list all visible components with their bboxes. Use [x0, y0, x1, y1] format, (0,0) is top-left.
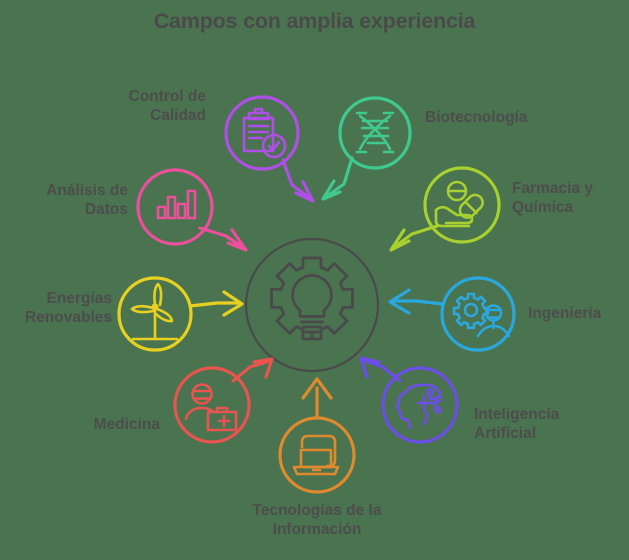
center-hub [244, 237, 380, 373]
gear-lightbulb-icon [270, 256, 354, 341]
control-de-calidad-tail [281, 158, 313, 201]
clipboard-check-icon [242, 107, 287, 159]
wind-turbine-icon [130, 282, 179, 341]
pills-hand-icon [434, 180, 484, 228]
ingenieria-arrowhead [388, 288, 411, 315]
control-de-calidad-arrowhead [294, 180, 315, 203]
node-control-de-calidad[interactable] [224, 95, 315, 203]
node-inteligencia-artificial[interactable] [359, 356, 459, 444]
label-ingenieria: Ingeniería [528, 305, 602, 322]
label-analisis-de-datos: Análisis de Datos [46, 182, 128, 218]
node-biotecnologia[interactable] [321, 96, 412, 201]
label-tecnologias-de-la-informacion: Tecnologías de la Información [252, 502, 382, 538]
node-medicina[interactable] [173, 357, 274, 444]
laptop-icon [292, 434, 340, 476]
label-energias-renovables: Energías Renovables [24, 290, 112, 326]
energias-renovables-circle[interactable] [117, 276, 193, 352]
dna-helix-icon [355, 111, 395, 154]
label-medicina: Medicina [93, 416, 160, 433]
biotecnologia-tail [324, 156, 354, 199]
bar-chart-icon [156, 189, 197, 220]
label-biotecnologia: Biotecnología [425, 109, 528, 126]
tecnologias-arrowhead [301, 377, 333, 400]
node-tecnologias-de-la-informacion[interactable] [278, 377, 356, 494]
control-de-calidad-circle[interactable] [224, 95, 300, 171]
biotecnologia-arrowhead [321, 179, 342, 201]
node-ingenieria[interactable] [388, 276, 516, 352]
analisis-de-datos-tail [198, 226, 246, 250]
node-analisis-de-datos[interactable] [136, 168, 248, 252]
analisis-de-datos-arrowhead [226, 228, 248, 252]
analisis-de-datos-circle[interactable] [136, 168, 214, 246]
medicina-circle[interactable] [173, 366, 251, 444]
energias-renovables-arrowhead [222, 290, 244, 317]
ingenieria-tail [390, 299, 445, 306]
ingenieria-circle[interactable] [440, 276, 516, 352]
inteligencia-artificial-arrowhead [359, 356, 381, 379]
page-title: Campos con amplia experiencia [153, 9, 476, 33]
center-circle [244, 237, 380, 373]
farmacia-y-quimica-circle[interactable] [423, 166, 501, 244]
doctor-kit-icon [184, 383, 238, 432]
inteligencia-artificial-circle[interactable] [381, 366, 459, 444]
node-energias-renovables[interactable] [117, 276, 244, 352]
energias-renovables-tail [188, 301, 242, 308]
label-inteligencia-artificial: Inteligencia Artificial [474, 406, 560, 442]
biotecnologia-circle[interactable] [338, 96, 412, 170]
label-control-de-calidad: Control de Calidad [128, 88, 207, 124]
farmacia-y-quimica-arrowhead [389, 228, 411, 252]
label-farmacia-y-quimica: Farmacia y Química [512, 180, 593, 216]
gear-engineer-icon [452, 292, 511, 338]
medicina-tail [231, 359, 272, 383]
farmacia-y-quimica-tail [391, 224, 439, 250]
ai-brain-icon [395, 383, 442, 430]
tecnologias-circle[interactable] [278, 416, 356, 494]
medicina-arrowhead [252, 357, 274, 379]
node-farmacia-y-quimica[interactable] [389, 166, 501, 252]
